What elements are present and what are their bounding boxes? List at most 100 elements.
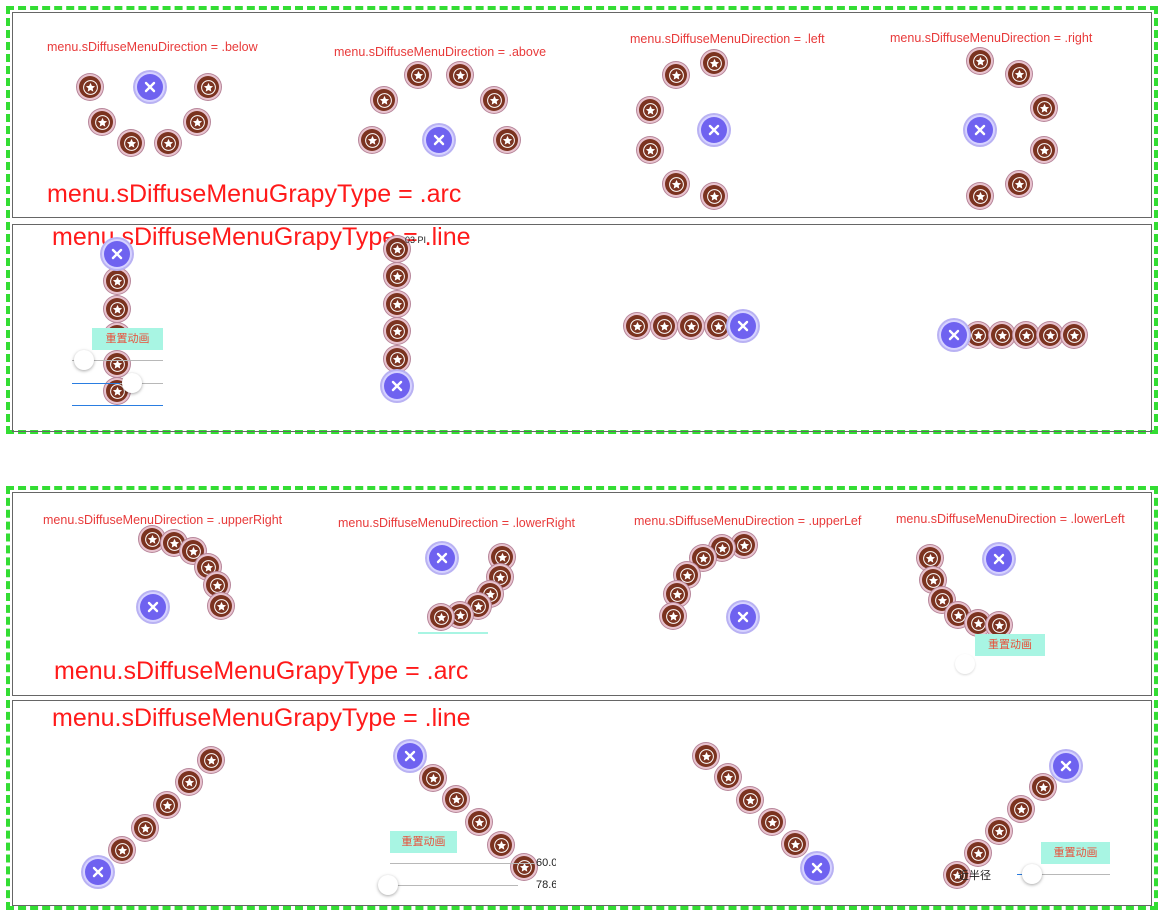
- menu-item-button[interactable]: [969, 50, 991, 72]
- menu-item-button[interactable]: [489, 566, 511, 588]
- menu-item-button[interactable]: [386, 238, 408, 260]
- center-toggle-button[interactable]: [941, 322, 967, 348]
- menu-item-button[interactable]: [386, 265, 408, 287]
- center-toggle-button[interactable]: [104, 241, 130, 267]
- menu-item-button[interactable]: [665, 64, 687, 86]
- center-toggle-button[interactable]: [804, 855, 830, 881]
- menu-item-button[interactable]: [692, 547, 714, 569]
- menu-item-button[interactable]: [680, 315, 702, 337]
- menu-item-button[interactable]: [386, 293, 408, 315]
- reset-animation-button[interactable]: 重置动画: [975, 634, 1045, 656]
- menu-item-button[interactable]: [491, 546, 513, 568]
- center-toggle-button[interactable]: [730, 604, 756, 630]
- menu-item-button[interactable]: [449, 604, 471, 626]
- menu-item-button[interactable]: [626, 315, 648, 337]
- menu-item-button[interactable]: [186, 111, 208, 133]
- menu-item-button[interactable]: [639, 99, 661, 121]
- menu-item-button[interactable]: [422, 767, 444, 789]
- menu-item-button[interactable]: [197, 76, 219, 98]
- menu-item-button[interactable]: [967, 324, 989, 346]
- menu-item-button[interactable]: [210, 595, 232, 617]
- menu-item-button[interactable]: [711, 537, 733, 559]
- menu-item-button[interactable]: [111, 839, 133, 861]
- slider-thumb[interactable]: [955, 654, 975, 674]
- menu-item-button[interactable]: [988, 614, 1010, 636]
- menu-item-button[interactable]: [79, 76, 101, 98]
- slider-thumb[interactable]: [1022, 864, 1042, 884]
- slider-thumb[interactable]: [74, 350, 94, 370]
- reset-animation-button[interactable]: 重置动画: [1041, 842, 1110, 864]
- menu-item-button[interactable]: [665, 173, 687, 195]
- menu-item-button[interactable]: [967, 842, 989, 864]
- menu-item-button[interactable]: [91, 111, 113, 133]
- menu-item-button[interactable]: [639, 139, 661, 161]
- menu-item-button[interactable]: [703, 52, 725, 74]
- menu-item-button[interactable]: [1033, 139, 1055, 161]
- center-toggle-button[interactable]: [384, 373, 410, 399]
- menu-item-button[interactable]: [197, 556, 219, 578]
- menu-item-button[interactable]: [468, 811, 490, 833]
- menu-item-button[interactable]: [361, 129, 383, 151]
- menu-item-button[interactable]: [733, 534, 755, 556]
- menu-item-button[interactable]: [157, 132, 179, 154]
- center-toggle-button[interactable]: [730, 313, 756, 339]
- menu-item-button[interactable]: [1015, 324, 1037, 346]
- menu-item-button[interactable]: [178, 771, 200, 793]
- menu-item-button[interactable]: [988, 820, 1010, 842]
- center-toggle-button[interactable]: [137, 74, 163, 100]
- menu-item-button[interactable]: [206, 574, 228, 596]
- menu-item-button[interactable]: [922, 569, 944, 591]
- menu-item-button[interactable]: [407, 64, 429, 86]
- menu-item-button[interactable]: [653, 315, 675, 337]
- center-toggle-button[interactable]: [85, 859, 111, 885]
- menu-item-button[interactable]: [991, 324, 1013, 346]
- menu-item-button[interactable]: [947, 604, 969, 626]
- menu-item-button[interactable]: [182, 540, 204, 562]
- center-toggle-button[interactable]: [1053, 753, 1079, 779]
- menu-item-button[interactable]: [120, 132, 142, 154]
- menu-item-button[interactable]: [1032, 776, 1054, 798]
- menu-item-button[interactable]: [703, 185, 725, 207]
- center-toggle-button[interactable]: [967, 117, 993, 143]
- center-toggle-button[interactable]: [397, 743, 423, 769]
- menu-item-button[interactable]: [662, 605, 684, 627]
- menu-item-button[interactable]: [761, 811, 783, 833]
- menu-item-button[interactable]: [496, 129, 518, 151]
- menu-item-button[interactable]: [969, 185, 991, 207]
- menu-item-button[interactable]: [695, 745, 717, 767]
- menu-item-button[interactable]: [141, 528, 163, 550]
- menu-item-button[interactable]: [449, 64, 471, 86]
- menu-item-button[interactable]: [1063, 324, 1085, 346]
- slider-thumb[interactable]: [122, 373, 142, 393]
- menu-item-button[interactable]: [707, 315, 729, 337]
- center-toggle-button[interactable]: [986, 546, 1012, 572]
- menu-item-button[interactable]: [386, 320, 408, 342]
- center-toggle-button[interactable]: [140, 594, 166, 620]
- menu-item-button[interactable]: [430, 606, 452, 628]
- menu-item-button[interactable]: [134, 817, 156, 839]
- menu-item-button[interactable]: [386, 348, 408, 370]
- menu-item-button[interactable]: [156, 794, 178, 816]
- menu-item-button[interactable]: [106, 353, 128, 375]
- menu-item-button[interactable]: [373, 89, 395, 111]
- menu-item-button[interactable]: [483, 89, 505, 111]
- menu-item-button[interactable]: [106, 270, 128, 292]
- menu-item-button[interactable]: [490, 834, 512, 856]
- menu-item-button[interactable]: [717, 766, 739, 788]
- menu-item-button[interactable]: [1039, 324, 1061, 346]
- reset-animation-button[interactable]: 重置动画: [92, 328, 163, 350]
- reset-animation-button[interactable]: 重置动画: [390, 831, 457, 853]
- menu-item-button[interactable]: [467, 595, 489, 617]
- menu-item-button[interactable]: [513, 856, 535, 878]
- center-toggle-button[interactable]: [426, 127, 452, 153]
- menu-item-button[interactable]: [739, 789, 761, 811]
- center-toggle-button[interactable]: [701, 117, 727, 143]
- menu-item-button[interactable]: [1010, 798, 1032, 820]
- menu-item-button[interactable]: [946, 864, 968, 886]
- menu-item-button[interactable]: [445, 788, 467, 810]
- menu-item-button[interactable]: [163, 532, 185, 554]
- menu-item-button[interactable]: [106, 298, 128, 320]
- menu-item-button[interactable]: [784, 833, 806, 855]
- menu-item-button[interactable]: [1008, 173, 1030, 195]
- slider-thumb[interactable]: [378, 875, 398, 895]
